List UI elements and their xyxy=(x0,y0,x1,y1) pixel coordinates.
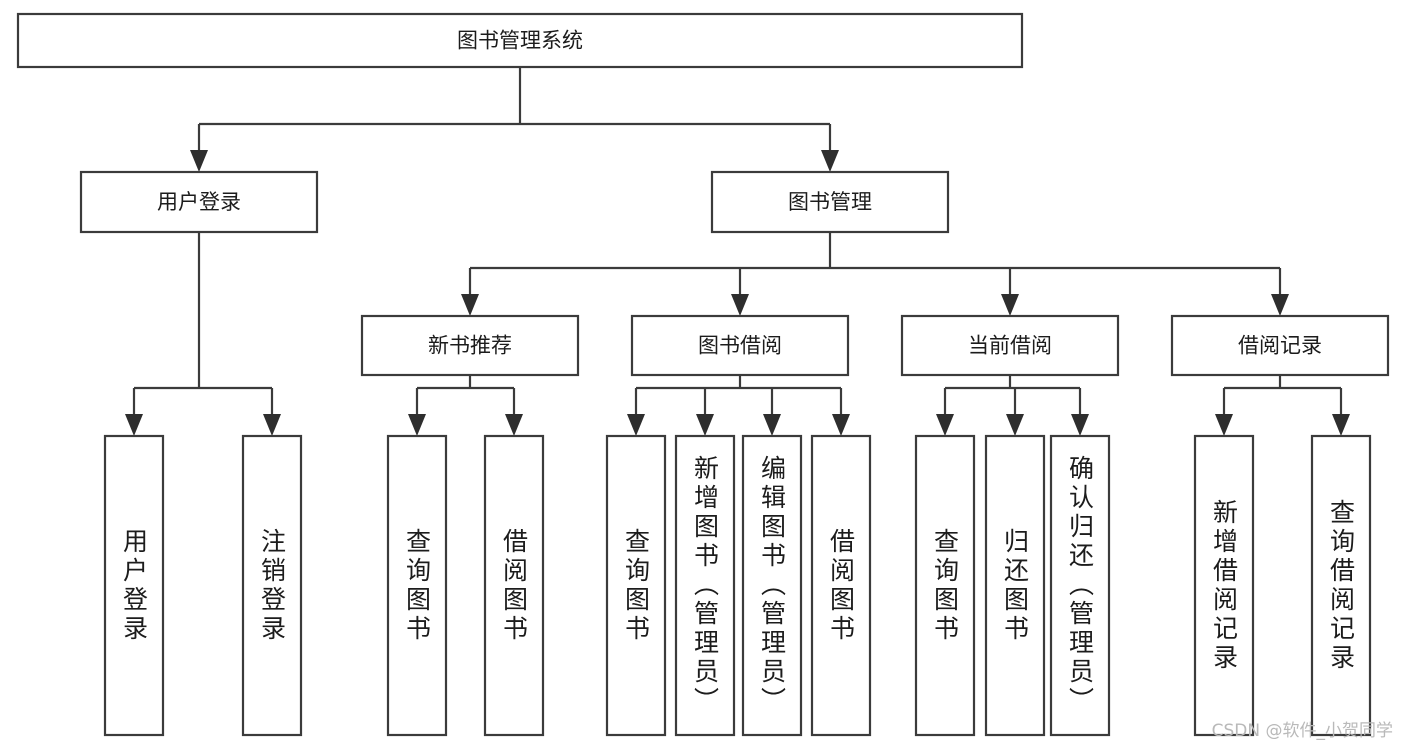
node-注销登录[interactable]: 注销登录 xyxy=(241,434,303,737)
node-label-wrap: 借阅图书 xyxy=(499,527,529,644)
node-label-wrap: 新增借阅记录 xyxy=(1209,498,1239,673)
node-box xyxy=(810,434,872,737)
arrow-head xyxy=(1215,414,1233,436)
node-图书管理系统[interactable]: 图书管理系统 xyxy=(16,12,1024,69)
node-box xyxy=(1193,434,1255,737)
node-label-wrap: 新增图书（管理员） xyxy=(690,455,720,716)
node-box xyxy=(900,314,1120,377)
node-box xyxy=(1310,434,1372,737)
arrow-head xyxy=(125,414,143,436)
arrow-head xyxy=(696,414,714,436)
node-label: 当前借阅 xyxy=(968,334,1052,358)
node-box xyxy=(16,12,1024,69)
node-label: 用户登录 xyxy=(119,527,149,644)
node-box xyxy=(984,434,1046,737)
node-label: 用户登录 xyxy=(157,190,241,214)
node-box xyxy=(386,434,448,737)
node-查询图书[interactable]: 查询图书 xyxy=(605,434,667,737)
arrow-head xyxy=(190,150,208,172)
node-box xyxy=(483,434,545,737)
node-label: 借阅图书 xyxy=(826,527,856,644)
node-label: 新增借阅记录 xyxy=(1209,498,1239,673)
node-查询借阅记录[interactable]: 查询借阅记录 xyxy=(1310,434,1372,737)
node-label: 借阅记录 xyxy=(1238,334,1322,358)
node-box xyxy=(630,314,850,377)
arrow-head xyxy=(731,294,749,316)
arrow-head xyxy=(505,414,523,436)
node-label: 查询借阅记录 xyxy=(1326,498,1356,673)
node-归还图书[interactable]: 归还图书 xyxy=(984,434,1046,737)
node-查询图书[interactable]: 查询图书 xyxy=(914,434,976,737)
watermark-text: CSDN @软件_小贺同学 xyxy=(1211,721,1393,741)
node-box xyxy=(103,434,165,737)
node-label: 查询图书 xyxy=(621,527,651,644)
node-box xyxy=(741,434,803,737)
node-确认归还管理员[interactable]: 确认归还（管理员） xyxy=(1049,434,1111,737)
node-label: 查询图书 xyxy=(402,527,432,644)
node-label: 确认归还（管理员） xyxy=(1065,455,1095,716)
node-layer: 图书管理系统用户登录用户登录注销登录图书管理新书推荐查询图书借阅图书图书借阅查询… xyxy=(16,12,1390,737)
connector-layer xyxy=(125,67,1350,436)
node-借阅图书[interactable]: 借阅图书 xyxy=(810,434,872,737)
node-box xyxy=(1170,314,1390,377)
node-label-wrap: 确认归还（管理员） xyxy=(1065,455,1095,716)
node-查询图书[interactable]: 查询图书 xyxy=(386,434,448,737)
node-新增借阅记录[interactable]: 新增借阅记录 xyxy=(1193,434,1255,737)
arrow-head xyxy=(1006,414,1024,436)
node-label: 借阅图书 xyxy=(499,527,529,644)
arrow-head xyxy=(1071,414,1089,436)
node-label-wrap: 编辑图书（管理员） xyxy=(757,455,787,716)
node-box xyxy=(710,170,950,234)
node-label: 图书管理 xyxy=(788,190,872,214)
node-box xyxy=(241,434,303,737)
arrow-head xyxy=(832,414,850,436)
arrow-head xyxy=(627,414,645,436)
node-box xyxy=(360,314,580,377)
arrow-head xyxy=(1271,294,1289,316)
node-box xyxy=(1049,434,1111,737)
node-label-wrap: 注销登录 xyxy=(257,527,287,644)
node-label: 图书借阅 xyxy=(698,334,782,358)
node-label-wrap: 归还图书 xyxy=(1000,527,1030,644)
node-box xyxy=(605,434,667,737)
node-label: 图书管理系统 xyxy=(457,29,583,53)
arrow-head xyxy=(936,414,954,436)
node-label-wrap: 查询图书 xyxy=(402,527,432,644)
arrow-head xyxy=(1332,414,1350,436)
node-label: 查询图书 xyxy=(930,527,960,644)
node-用户登录[interactable]: 用户登录 xyxy=(103,434,165,737)
node-box xyxy=(79,170,319,234)
node-label-wrap: 查询图书 xyxy=(621,527,651,644)
arrow-head xyxy=(461,294,479,316)
node-借阅图书[interactable]: 借阅图书 xyxy=(483,434,545,737)
node-编辑图书管理员[interactable]: 编辑图书（管理员） xyxy=(741,434,803,737)
node-box xyxy=(914,434,976,737)
node-新书推荐[interactable]: 新书推荐 xyxy=(360,314,580,377)
node-新增图书管理员[interactable]: 新增图书（管理员） xyxy=(674,434,736,737)
arrow-head xyxy=(763,414,781,436)
node-借阅记录[interactable]: 借阅记录 xyxy=(1170,314,1390,377)
node-label-wrap: 用户登录 xyxy=(119,527,149,644)
node-当前借阅[interactable]: 当前借阅 xyxy=(900,314,1120,377)
node-label: 注销登录 xyxy=(257,527,287,644)
arrow-head xyxy=(821,150,839,172)
node-图书管理[interactable]: 图书管理 xyxy=(710,170,950,234)
arrow-head xyxy=(1001,294,1019,316)
node-label: 归还图书 xyxy=(1000,527,1030,644)
node-label: 新增图书（管理员） xyxy=(690,455,720,716)
arrow-head xyxy=(263,414,281,436)
node-用户登录[interactable]: 用户登录 xyxy=(79,170,319,234)
node-label-wrap: 借阅图书 xyxy=(826,527,856,644)
node-label-wrap: 查询借阅记录 xyxy=(1326,498,1356,673)
node-label-wrap: 查询图书 xyxy=(930,527,960,644)
arrow-head xyxy=(408,414,426,436)
node-box xyxy=(674,434,736,737)
node-图书借阅[interactable]: 图书借阅 xyxy=(630,314,850,377)
node-label: 编辑图书（管理员） xyxy=(757,455,787,716)
node-label: 新书推荐 xyxy=(428,334,512,358)
